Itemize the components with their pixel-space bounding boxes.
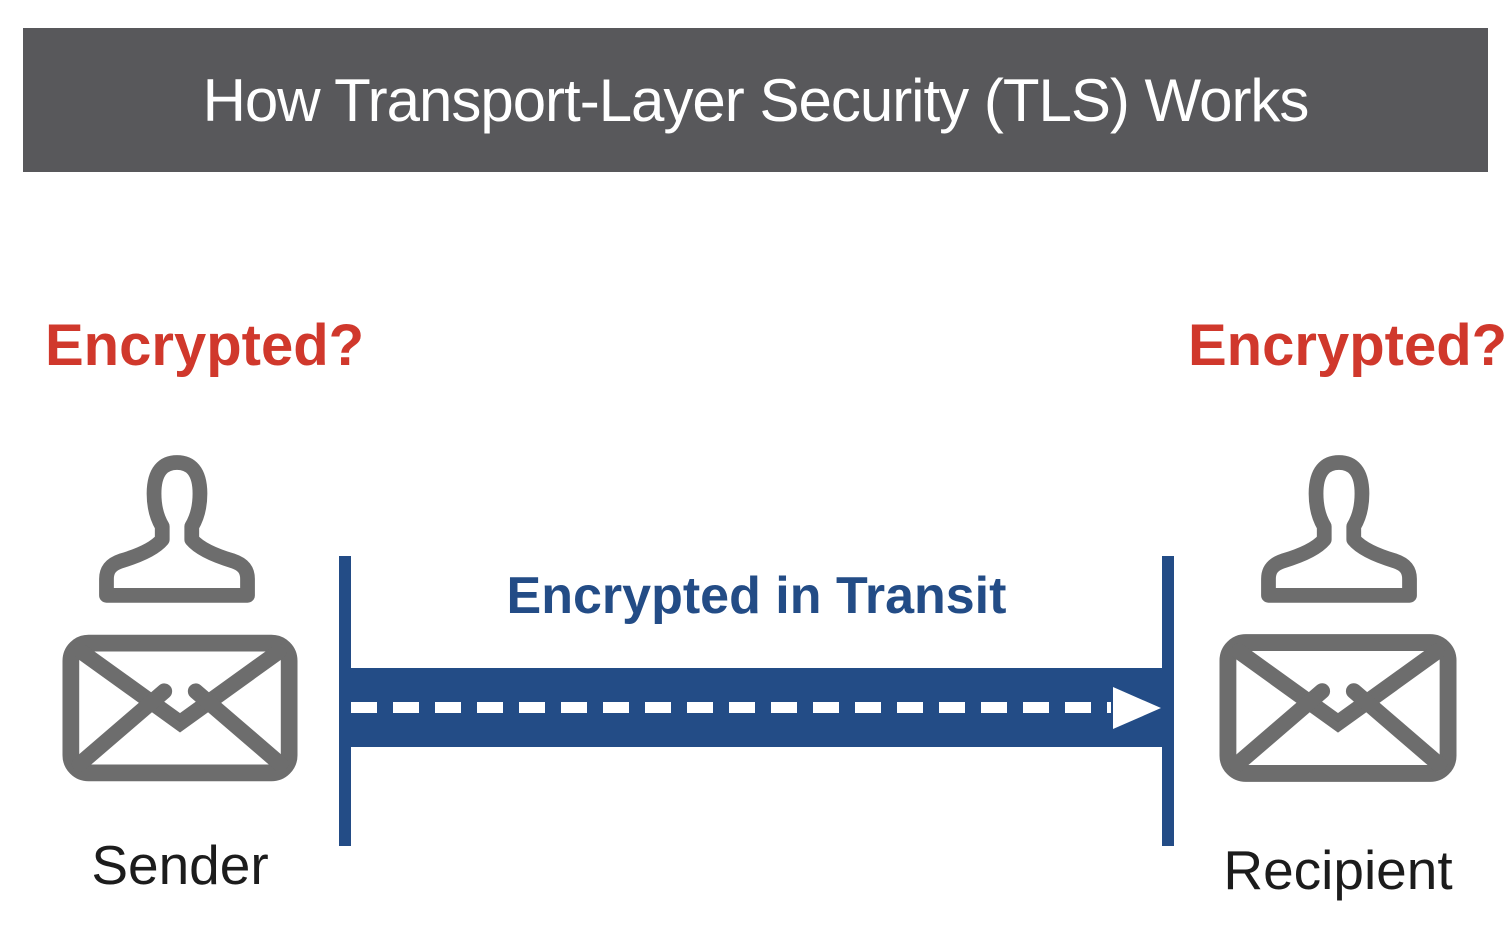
header-bar: How Transport-Layer Security (TLS) Works bbox=[23, 28, 1488, 172]
envelope-icon bbox=[1219, 633, 1457, 783]
encrypted-question-right: Encrypted? bbox=[1188, 313, 1508, 378]
person-icon bbox=[1257, 450, 1421, 616]
sender-label: Sender bbox=[91, 834, 269, 896]
recipient-label: Recipient bbox=[1223, 839, 1453, 901]
person-icon bbox=[95, 450, 259, 616]
arrow-right-icon bbox=[1113, 687, 1161, 729]
encrypted-question-left: Encrypted? bbox=[45, 313, 365, 378]
envelope-icon bbox=[62, 633, 298, 783]
transit-label: Encrypted in Transit bbox=[506, 567, 1007, 625]
page-title: How Transport-Layer Security (TLS) Works bbox=[202, 66, 1310, 134]
tunnel-endcap-right bbox=[1162, 556, 1174, 846]
tunnel-endcap-left bbox=[339, 556, 351, 846]
dashed-arrow-line bbox=[351, 702, 1111, 713]
